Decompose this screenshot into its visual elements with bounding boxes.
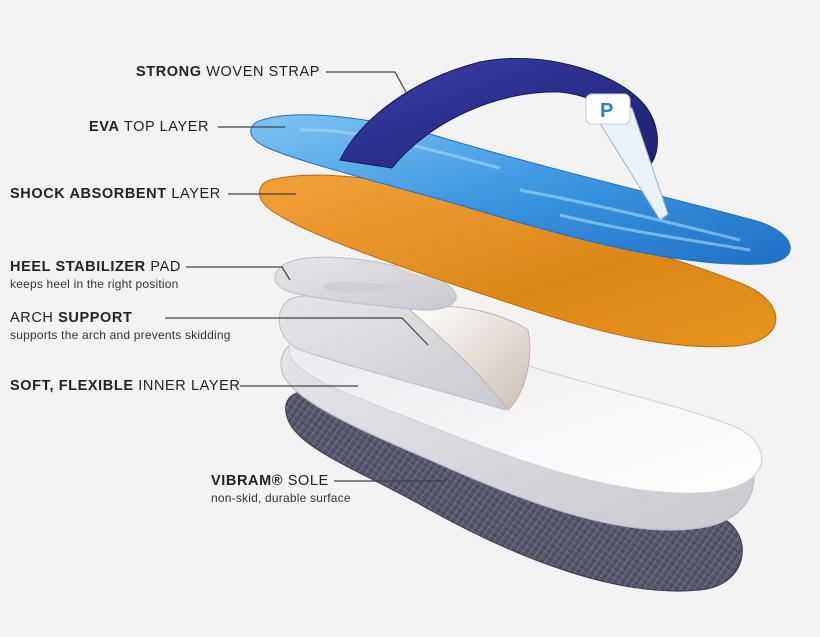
- label-heel-sub: keeps heel in the right position: [10, 277, 179, 291]
- label-arch-sub: supports the arch and prevents skidding: [10, 328, 231, 342]
- arch-support-pad: [408, 305, 531, 411]
- label-arch: ARCH SUPPORT: [10, 310, 133, 326]
- label-shock: SHOCK ABSORBENT LAYER: [10, 186, 221, 202]
- label-eva: EVA TOP LAYER: [89, 119, 210, 135]
- strap-logo-tag: [585, 93, 631, 125]
- heel-cutout: [322, 281, 400, 294]
- label-vibram-sub: non-skid, durable surface: [211, 491, 351, 505]
- leader-lines: [165, 71, 446, 482]
- woven-strap-shape: [339, 57, 658, 169]
- strap-logo-letter: P: [600, 100, 613, 122]
- label-vibram: VIBRAM® SOLE: [211, 473, 329, 489]
- label-strap: STRONG WOVEN STRAP: [136, 64, 321, 80]
- label-heel: HEEL STABILIZER PAD: [10, 259, 181, 275]
- label-soft: SOFT, FLEXIBLE INNER LAYER: [10, 378, 241, 394]
